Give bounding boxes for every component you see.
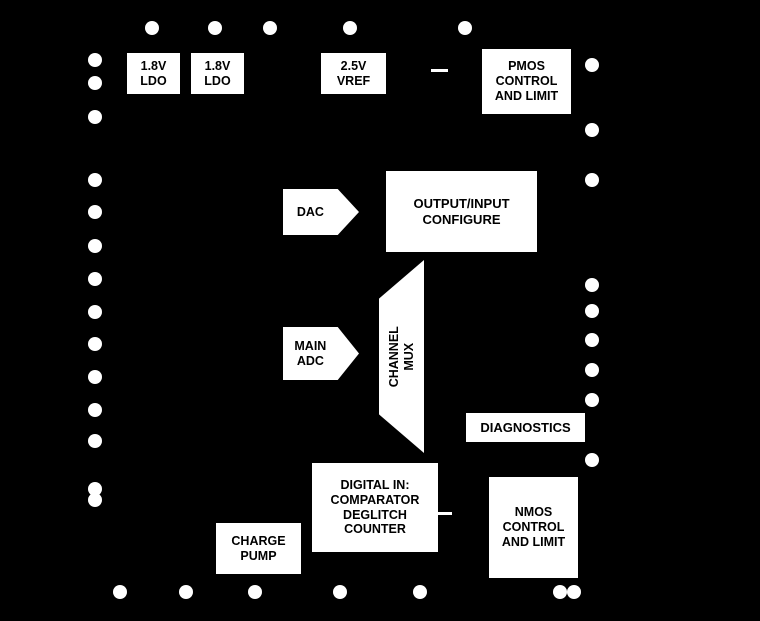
pin-dot <box>343 21 357 35</box>
connector-dash <box>437 512 452 515</box>
connector-dash <box>431 69 448 72</box>
pin-dot <box>88 110 102 124</box>
pin-dot <box>88 239 102 253</box>
pin-dot <box>88 434 102 448</box>
block-pmos-control: PMOS CONTROL AND LIMIT <box>482 49 571 114</box>
channel-mux-block: CHANNEL MUX <box>379 260 424 453</box>
block-nmos-control: NMOS CONTROL AND LIMIT <box>489 477 578 578</box>
block-label: DIAGNOSTICS <box>480 419 571 435</box>
pin-dot <box>113 585 127 599</box>
block-ldo-1: 1.8V LDO <box>127 53 180 94</box>
block-label: NMOS CONTROL AND LIMIT <box>501 505 566 549</box>
pin-dot <box>585 363 599 377</box>
pin-dot <box>88 305 102 319</box>
pin-dot <box>413 585 427 599</box>
pin-dot <box>567 585 581 599</box>
pin-dot <box>585 58 599 72</box>
pin-dot <box>585 173 599 187</box>
pin-dot <box>88 173 102 187</box>
pin-dot <box>88 272 102 286</box>
dac-arrow-block: DAC <box>283 189 359 235</box>
pin-dot <box>585 278 599 292</box>
block-label: 2.5V VREF <box>336 58 371 88</box>
pin-dot <box>585 123 599 137</box>
pin-dot <box>585 393 599 407</box>
block-digital-in-comparator: DIGITAL IN: COMPARATOR DEGLITCH COUNTER <box>312 463 438 552</box>
pin-dot <box>88 370 102 384</box>
block-output-input-configure: OUTPUT/INPUT CONFIGURE <box>386 171 537 252</box>
pin-dot <box>145 21 159 35</box>
block-label: 1.8V LDO <box>140 58 167 88</box>
pin-dot <box>88 482 102 496</box>
pin-dot <box>88 76 102 90</box>
pin-dot <box>208 21 222 35</box>
pin-dot <box>585 333 599 347</box>
block-label: 1.8V LDO <box>204 58 231 88</box>
pin-dot <box>88 337 102 351</box>
pin-dot <box>333 585 347 599</box>
pin-dot <box>179 585 193 599</box>
block-charge-pump: CHARGE PUMP <box>216 523 301 574</box>
block-label: OUTPUT/INPUT CONFIGURE <box>413 196 510 227</box>
block-label: DAC <box>296 204 324 219</box>
pin-dot <box>553 585 567 599</box>
block-vref: 2.5V VREF <box>321 53 386 94</box>
block-label: CHANNEL MUX <box>386 325 416 388</box>
pin-dot <box>88 493 102 507</box>
pin-dot <box>248 585 262 599</box>
pin-dot <box>88 403 102 417</box>
pin-dot <box>88 53 102 67</box>
pin-dot <box>585 453 599 467</box>
block-diagnostics: DIAGNOSTICS <box>466 413 585 442</box>
pin-dot <box>263 21 277 35</box>
block-label: CHARGE PUMP <box>231 533 286 563</box>
block-label: PMOS CONTROL AND LIMIT <box>494 59 559 103</box>
block-ldo-2: 1.8V LDO <box>191 53 244 94</box>
block-label: MAIN ADC <box>294 338 327 368</box>
block-label: DIGITAL IN: COMPARATOR DEGLITCH COUNTER <box>330 478 420 537</box>
main-adc-arrow-block: MAIN ADC <box>283 327 359 380</box>
pin-dot <box>458 21 472 35</box>
pin-dot <box>585 304 599 318</box>
pin-dot <box>88 205 102 219</box>
